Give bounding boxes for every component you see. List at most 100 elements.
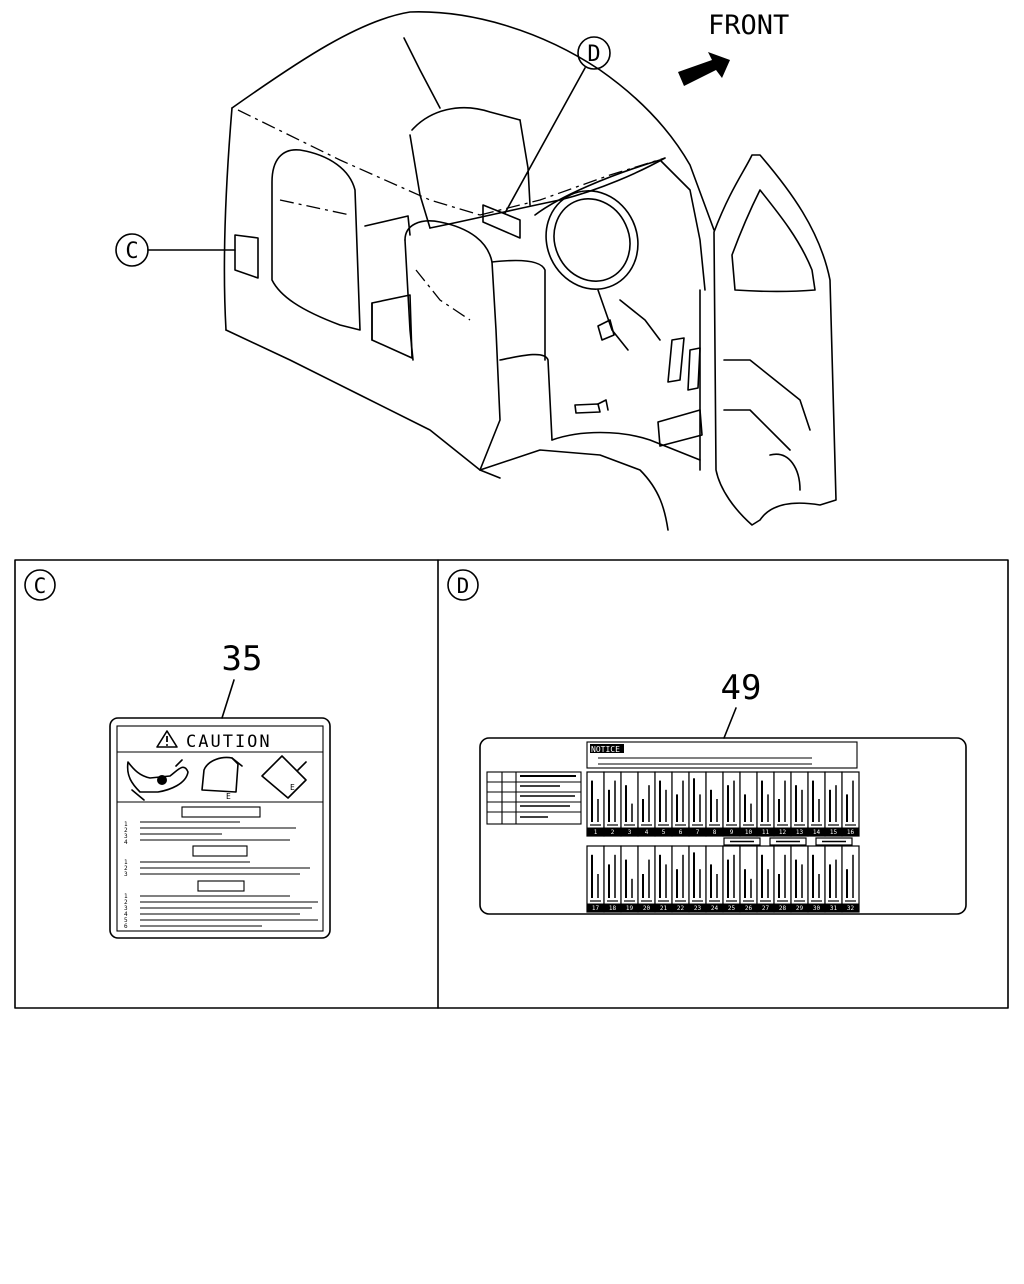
notice-cell: 7 [688,771,707,837]
notice-cell: 3 [620,771,639,837]
panel-c: C 35 CAUTION [24,569,331,939]
panel-d-letter: D [457,574,470,598]
panel-d-circle [447,569,479,601]
notice-cell-number: 25 [728,905,736,912]
notice-cell: 16 [841,771,860,837]
label-location-d [482,204,521,239]
notice-cell-number: 26 [745,905,753,912]
part-number-49: 49 [721,668,762,708]
panels-frame [14,559,1009,1009]
notice-cell: 19 [620,845,639,913]
notice-cell: 26 [739,845,758,913]
notice-cell-number: 20 [643,905,651,912]
notice-cell: 8 [705,771,724,837]
svg-text:1: 1 [124,893,128,900]
svg-text:E: E [226,792,231,801]
notice-cell-number: 21 [660,905,668,912]
panel-c-circle [24,569,56,601]
notice-cell: 27 [756,845,775,913]
notice-cell-number: 4 [645,829,649,836]
detail-panels: C 35 CAUTION [14,559,1009,1009]
caution-row-numbers-2: 1 2 3 [124,859,128,878]
notice-cell: 30 [807,845,826,913]
front-arrow-icon [678,52,730,86]
callout-letter-c: C [125,239,138,264]
notice-cell: 6 [671,771,690,837]
caution-block-header-2 [192,845,248,857]
notice-cell-number: 22 [677,905,685,912]
svg-text:1: 1 [124,821,128,828]
notice-heading-bg [590,744,624,753]
caution-label-inner [116,725,324,932]
cab-illustration: C D FRONT [115,10,837,531]
notice-cell-number: 1 [594,829,598,836]
notice-cell: 1 [586,771,605,837]
notice-cell-number: 30 [813,905,821,912]
notice-cell: 28 [773,845,792,913]
notice-cell-number: 10 [745,829,753,836]
caution-label: CAUTION E E [109,717,331,939]
notice-cell: 4 [637,771,656,837]
notice-cell: 23 [688,845,707,913]
callout-circle-d [577,36,611,70]
notice-cell: 15 [824,771,843,837]
svg-text:1: 1 [124,859,128,866]
callout-circle-c [115,233,149,267]
callout-letter-d: D [587,42,600,67]
notice-cell: 21 [654,845,673,913]
svg-text:3: 3 [124,905,128,912]
notice-cell: 31 [824,845,843,913]
notice-cell-number: 28 [779,905,787,912]
front-label: FRONT [708,10,789,41]
notice-cell: 9 [722,771,741,837]
notice-cell-number: 12 [779,829,787,836]
notice-cell: 10 [739,771,758,837]
notice-cell: 2 [603,771,622,837]
caution-label-border [109,717,331,939]
notice-cell-number: 17 [592,905,600,912]
svg-text:6: 6 [124,923,128,930]
notice-cell-number: 6 [679,829,683,836]
svg-text:4: 4 [124,911,128,918]
warning-triangle-icon [156,730,178,748]
caution-heading: CAUTION [186,732,272,752]
notice-cell-number: 7 [696,829,700,836]
notice-info-table [486,771,582,825]
caution-block-header-1 [181,806,261,818]
panel-c-letter: C [34,574,47,598]
notice-cell-number: 3 [628,829,632,836]
notice-cell-number: 5 [662,829,666,836]
notice-cell: 32 [841,845,860,913]
caution-row-numbers-3: 1 2 3 4 5 6 [124,893,128,930]
notice-cell-number: 32 [847,905,855,912]
notice-cell: 12 [773,771,792,837]
seat-pictogram-icon [126,759,189,801]
notice-cell: 5 [654,771,673,837]
svg-text:E: E [290,783,295,792]
notice-cell-number: 18 [609,905,617,912]
notice-cell-number: 29 [796,905,804,912]
notice-cell-number: 27 [762,905,770,912]
notice-cell: 11 [756,771,775,837]
notice-cell-number: 31 [830,905,838,912]
notice-cell: 17 [586,845,605,913]
notice-cell: 20 [637,845,656,913]
svg-text:5: 5 [124,917,128,924]
leader-line-d [504,67,586,214]
svg-text:2: 2 [124,865,128,872]
notice-cell-number: 13 [796,829,804,836]
notice-cell: 18 [603,845,622,913]
svg-text:2: 2 [124,827,128,834]
notice-cell: 22 [671,845,690,913]
notice-cell-number: 15 [830,829,838,836]
part-number-35: 35 [222,639,263,679]
notice-heading: NOTICE [591,745,620,754]
svg-text:2: 2 [124,899,128,906]
notice-cell: 24 [705,845,724,913]
door-pictogram-icon-1: E [201,756,243,801]
